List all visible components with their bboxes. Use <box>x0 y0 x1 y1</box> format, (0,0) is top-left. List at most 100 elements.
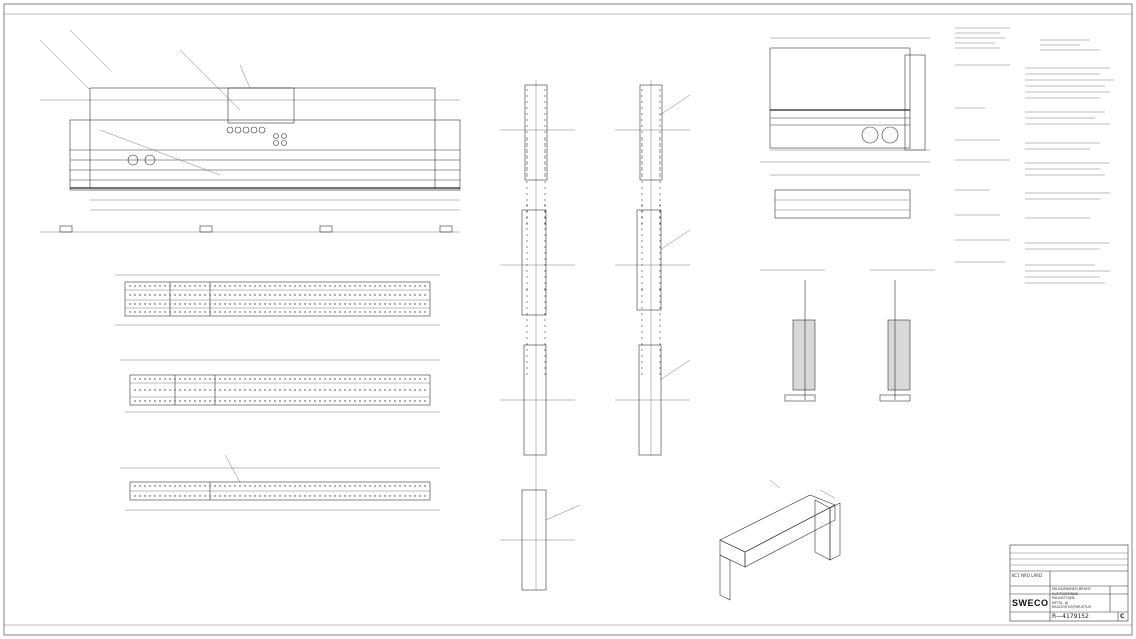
rebar-mark <box>641 167 643 169</box>
rebar-mark <box>134 311 136 313</box>
rebar-mark <box>641 355 643 357</box>
detail-section-right <box>870 269 935 402</box>
rebar-mark <box>129 303 131 305</box>
rebar-mark <box>526 187 528 189</box>
rebar-mark <box>544 288 546 290</box>
rebar-mark <box>526 270 528 272</box>
rebar-mark <box>399 495 401 497</box>
rebar-mark <box>374 485 376 487</box>
rebar-mark <box>409 311 411 313</box>
rebar-mark <box>214 311 216 313</box>
rebar-mark <box>329 311 331 313</box>
rebar-mark <box>219 400 221 402</box>
rebar-mark <box>526 139 528 141</box>
rebar-mark <box>219 389 221 391</box>
rebar-mark <box>234 311 236 313</box>
rebar-mark <box>334 285 336 287</box>
rebar-mark <box>164 285 166 287</box>
rebar-mark <box>544 125 546 127</box>
rebar-mark <box>194 495 196 497</box>
rebar-mark <box>249 303 251 305</box>
rebar-mark <box>294 285 296 287</box>
rebar-mark <box>394 389 396 391</box>
rebar-mark <box>219 378 221 380</box>
rebar-mark <box>364 485 366 487</box>
rebar-mark <box>279 378 281 380</box>
rebar-mark <box>234 389 236 391</box>
rebar-mark <box>399 303 401 305</box>
rebar-mark <box>526 282 528 284</box>
rebar-mark <box>544 167 546 169</box>
rebar-mark <box>526 167 528 169</box>
rebar-mark <box>204 485 206 487</box>
rebar-mark <box>224 400 226 402</box>
rebar-mark <box>339 285 341 287</box>
isometric-view <box>719 479 841 601</box>
rebar-mark <box>189 303 191 305</box>
rebar-mark <box>659 355 661 357</box>
rebar-mark <box>419 311 421 313</box>
rebar-mark <box>284 311 286 313</box>
rebar-mark <box>349 378 351 380</box>
rebar-mark <box>184 389 186 391</box>
rebar-mark <box>379 303 381 305</box>
rebar-mark <box>159 294 161 296</box>
title-line-2: PALKISTOJEN <box>1052 596 1075 600</box>
rebar-mark <box>329 378 331 380</box>
rebar-mark <box>229 303 231 305</box>
rebar-mark <box>229 378 231 380</box>
rebar-mark <box>414 495 416 497</box>
rebar-mark <box>544 143 546 145</box>
rebar-mark <box>299 303 301 305</box>
rebar-mark <box>544 289 546 291</box>
rebar-mark <box>169 485 171 487</box>
rebar-mark <box>229 485 231 487</box>
rebar-mark <box>544 131 546 133</box>
rebar-mark <box>659 252 661 254</box>
rebar-mark <box>424 285 426 287</box>
rebar-mark <box>304 294 306 296</box>
rebar-mark <box>204 495 206 497</box>
rebar-mark <box>409 495 411 497</box>
rebar-mark <box>379 311 381 313</box>
rebar-mark <box>234 294 236 296</box>
rebar-mark <box>274 485 276 487</box>
rebar-mark <box>659 187 661 189</box>
rebar-mark <box>344 389 346 391</box>
rebar-mark <box>194 400 196 402</box>
rebar-mark <box>289 389 291 391</box>
rebar-mark <box>414 485 416 487</box>
rebar-mark <box>369 378 371 380</box>
rebar-mark <box>214 378 216 380</box>
rebar-mark <box>329 389 331 391</box>
rebar-mark <box>204 294 206 296</box>
rebar-mark <box>289 311 291 313</box>
rebar-mark <box>641 295 643 297</box>
rebar-mark <box>234 485 236 487</box>
rebar-mark <box>544 217 546 219</box>
rebar-mark <box>309 378 311 380</box>
rebar-mark <box>659 175 661 177</box>
rebar-mark <box>184 303 186 305</box>
rebar-mark <box>264 294 266 296</box>
rebar-mark <box>319 285 321 287</box>
rebar-mark <box>204 285 206 287</box>
rebar-mark <box>659 95 661 97</box>
rebar-mark <box>526 205 528 207</box>
rebar-mark <box>354 495 356 497</box>
rebar-mark <box>159 485 161 487</box>
rebar-mark <box>349 495 351 497</box>
rebar-mark <box>154 378 156 380</box>
rebar-mark <box>526 216 528 218</box>
rebar-mark <box>424 378 426 380</box>
rebar-mark <box>404 389 406 391</box>
rebar-mark <box>234 285 236 287</box>
rebar-mark <box>214 495 216 497</box>
rebar-mark <box>344 303 346 305</box>
rebar-mark <box>379 389 381 391</box>
rebar-mark <box>526 325 528 327</box>
rebar-mark <box>159 495 161 497</box>
rebar-mark <box>359 294 361 296</box>
rebar-mark <box>641 193 643 195</box>
rebar-mark <box>344 495 346 497</box>
